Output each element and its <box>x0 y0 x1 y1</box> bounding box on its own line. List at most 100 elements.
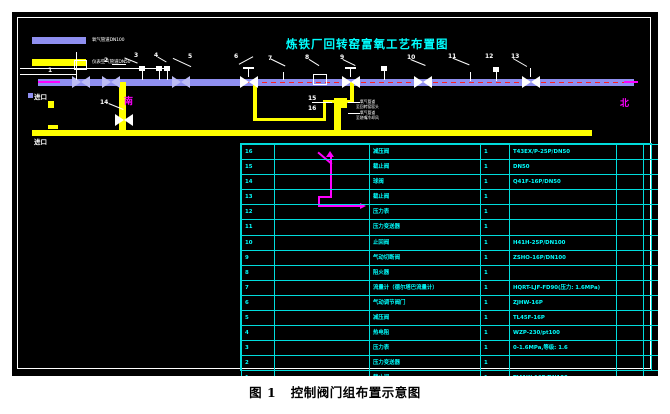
direction-label-south: 南 <box>124 97 134 107</box>
air-pipe-riser-mid <box>323 100 326 121</box>
instrument-box-0 <box>74 60 87 70</box>
valve-body-right-icon <box>81 76 90 88</box>
valve-9 <box>342 67 360 89</box>
legend-label-oxygen: 氧气管道DN100 <box>92 38 125 43</box>
tag-number-3: 3 <box>134 52 139 59</box>
legend: 氧气管道DN100 仪表空气管道DN50 <box>32 34 131 78</box>
tag-number-13: 13 <box>511 53 520 60</box>
table-cell-w2 <box>643 204 658 221</box>
table-cell-no: 15 <box>241 159 275 176</box>
table-cell-qty: 1 <box>480 340 510 357</box>
instrument-head-icon <box>139 66 145 71</box>
table-cell-material: WZP-230/pt100 <box>509 325 617 342</box>
table-cell-material: ZJHW-16P <box>509 294 617 312</box>
table-cell-code <box>274 264 370 281</box>
table-cell-w2 <box>643 325 658 342</box>
table-cell-w1 <box>616 219 644 236</box>
table-cell-w1 <box>616 234 644 251</box>
valve-body-right-icon <box>351 76 360 88</box>
bill-of-materials-table: 16减压阀1T43EX/P-25P/DN50氧气管道15截止阀1DN50氧气管道… <box>240 143 658 376</box>
air-pipe-run-6-9 <box>253 118 325 121</box>
table-cell-qty: 1 <box>480 355 510 372</box>
table-cell-w2 <box>643 279 658 296</box>
table-cell-w1 <box>616 189 644 206</box>
valve-6 <box>240 67 258 89</box>
table-cell-qty: 1 <box>480 174 510 191</box>
table-cell-w2 <box>643 340 658 357</box>
air-pipe-marker <box>48 101 54 108</box>
branch-note-leader-1 <box>348 102 360 103</box>
tag-number-11: 11 <box>448 53 457 60</box>
valve-1 <box>72 76 90 89</box>
instrument-head-icon <box>156 66 162 71</box>
table-cell-material <box>509 219 617 236</box>
table-cell-qty: 1 <box>480 325 510 342</box>
table-cell-code <box>274 370 370 376</box>
table-cell-no: 16 <box>241 143 275 161</box>
oxygen-pipe-main <box>38 79 634 86</box>
table-cell-name: 阻火器 <box>369 264 481 281</box>
table-cell-code <box>274 355 370 372</box>
table-cell-w1 <box>616 370 644 376</box>
air-pipe-header-bottom <box>32 130 592 136</box>
table-cell-code <box>274 143 370 161</box>
valve-handwheel-icon <box>345 67 356 69</box>
table-cell-name: 止回阀 <box>369 234 481 251</box>
instrument-head-icon <box>493 67 499 72</box>
table-cell-name: 减压阀 <box>369 143 481 161</box>
table-cell-code <box>274 234 370 251</box>
valve-body-right-icon <box>111 76 120 88</box>
valve-body-right-icon <box>124 114 133 126</box>
table-cell-w1 <box>616 310 644 327</box>
table-cell-qty: 1 <box>480 294 510 312</box>
valve-body-left-icon <box>72 76 81 88</box>
branch-note-4: 至烧嘴冷却风 <box>356 115 379 120</box>
tag-number-10: 10 <box>407 54 416 61</box>
table-cell-no: 3 <box>241 340 275 357</box>
table-cell-w1 <box>616 249 644 266</box>
instrument-11 <box>467 72 473 81</box>
table-cell-w2 <box>643 294 658 312</box>
instrument-stem-icon <box>469 72 471 81</box>
table-cell-w1 <box>616 159 644 176</box>
branch-note-3: 氧气管道 <box>360 110 376 115</box>
pipe-outlet-arrow <box>624 81 638 83</box>
instrument-12 <box>493 67 499 81</box>
valve-13 <box>522 68 540 89</box>
table-cell-w2 <box>643 189 658 206</box>
tag-number-6: 6 <box>234 53 239 60</box>
table-cell-code <box>274 249 370 266</box>
table-cell-code <box>274 325 370 342</box>
table-cell-name: 压力变送器 <box>369 355 481 372</box>
air-pipe-branch-6 <box>253 82 257 120</box>
table-cell-name: 截止阀 <box>369 189 481 206</box>
table-cell-code <box>274 174 370 191</box>
table-row: 1截止阀1TJ41W-16P/DN100 <box>241 370 658 376</box>
table-cell-qty: 1 <box>480 279 510 296</box>
instrument-stem-icon <box>158 66 160 80</box>
table-cell-qty: 1 <box>480 204 510 221</box>
table-cell-w1 <box>616 279 644 296</box>
table-cell-material: 0-1.6MPa,等级: 1.6 <box>509 340 617 357</box>
table-cell-w1 <box>616 264 644 281</box>
table-cell-w2 <box>643 249 658 266</box>
table-cell-no: 5 <box>241 310 275 327</box>
instrument-10b <box>381 66 387 80</box>
tag-number-2: 2 <box>104 57 109 64</box>
table-cell-qty: 1 <box>480 370 510 376</box>
branch-note-2: 至回转窑窑头 <box>356 104 379 109</box>
table-cell-no: 1 <box>241 370 275 376</box>
instrument-stem-icon <box>495 67 497 81</box>
table-cell-name: 流量计（德尔塔巴流量计） <box>369 279 481 296</box>
table-cell-qty: 1 <box>480 234 510 251</box>
tag-number-16: 16 <box>308 105 317 112</box>
valve-handwheel-icon <box>243 67 254 69</box>
